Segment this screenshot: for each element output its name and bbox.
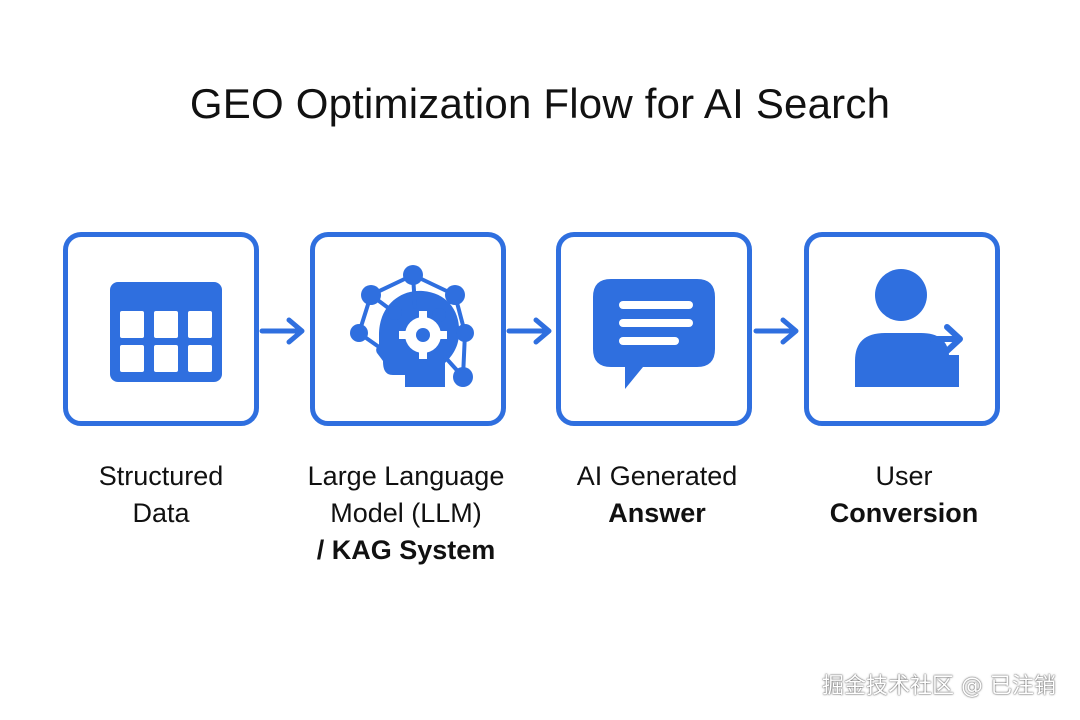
step-user-conversion-box — [804, 232, 1000, 426]
user-arrow-icon — [855, 269, 963, 387]
step-label-ai-answer: AI Generated Answer — [532, 458, 782, 532]
step-structured-data-box — [63, 232, 259, 426]
diagram-title: GEO Optimization Flow for AI Search — [189, 80, 891, 127]
step-label-llm: Large Language Model (LLM) / KAG System — [281, 458, 531, 569]
label-line: Data — [132, 498, 190, 528]
step-llm-box — [310, 232, 506, 426]
step-label-user-conversion: User Conversion — [779, 458, 1029, 532]
label-line: Structured — [98, 461, 224, 491]
step-label-structured-data: Structured Data — [36, 458, 286, 532]
label-line: Model (LLM) — [330, 498, 482, 528]
flow-arrow-2 — [506, 317, 552, 345]
label-line: Large Language — [307, 461, 505, 491]
chat-bubble-icon — [593, 279, 715, 389]
label-line: Conversion — [829, 498, 979, 528]
table-icon — [110, 282, 222, 382]
label-line: User — [875, 461, 933, 491]
flow-arrow-3 — [753, 317, 799, 345]
label-line: / KAG System — [316, 535, 496, 565]
label-line: AI Generated — [576, 461, 738, 491]
label-line: Answer — [608, 498, 706, 528]
watermark: 掘金技术社区 @ 已注销 — [822, 674, 1056, 699]
brain-network-icon — [350, 265, 474, 387]
flow-arrow-1 — [259, 317, 305, 345]
step-ai-answer-box — [556, 232, 752, 426]
